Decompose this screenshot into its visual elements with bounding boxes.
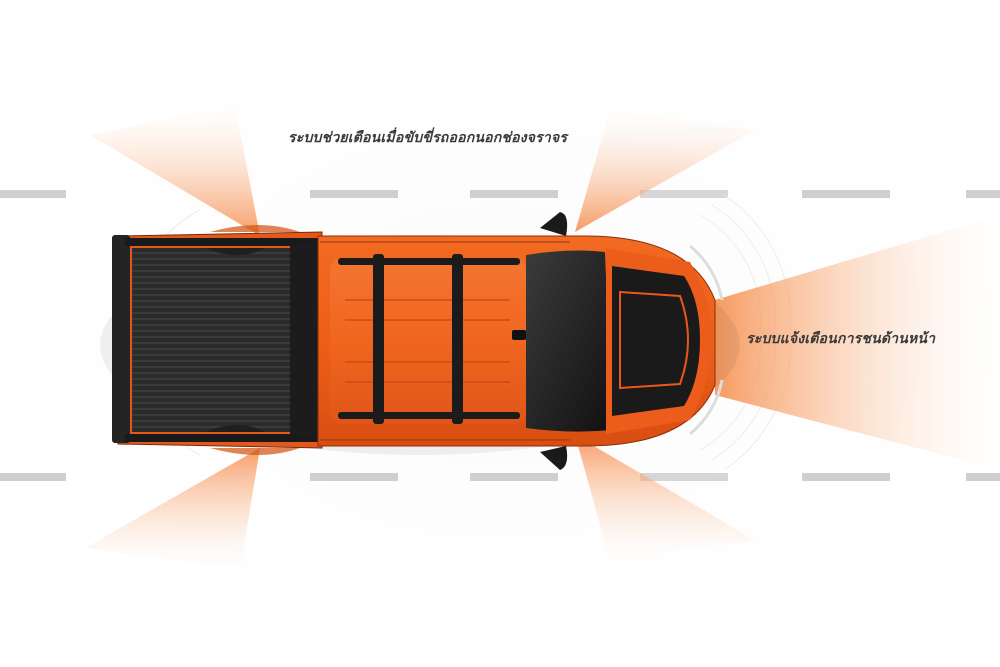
lane-beam-front-lower	[575, 435, 755, 560]
side-mirror-left	[540, 212, 568, 236]
forward-collision-warning-label: ระบบแจ้งเตือนการชนด้านหน้า	[746, 331, 936, 347]
blindspot-beam-rear-lower	[85, 448, 260, 570]
lane-markings	[0, 190, 1000, 481]
cab-roof	[330, 258, 526, 424]
lane-beam-front-upper	[575, 110, 755, 232]
windshield	[526, 250, 612, 432]
sensor-beams	[85, 105, 1000, 570]
forward-collision-beam	[715, 215, 1000, 470]
bed-liner	[132, 248, 298, 432]
side-mirror-right	[540, 446, 568, 470]
antenna	[512, 330, 526, 340]
lane-departure-warning-label: ระบบช่วยเตือนเมื่อขับขี่รถออกนอกช่องจราจ…	[288, 130, 568, 146]
pickup-truck-top-view	[100, 212, 740, 470]
blindspot-beam-rear-upper	[90, 105, 260, 236]
hood-stripe	[612, 266, 700, 416]
roof-rails	[338, 254, 520, 424]
